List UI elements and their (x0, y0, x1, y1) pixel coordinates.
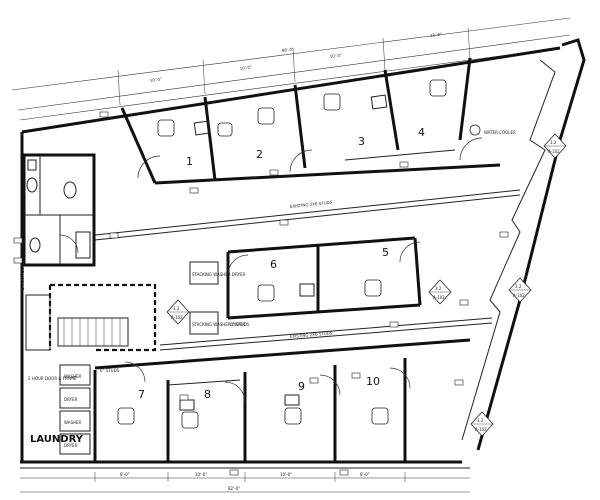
room-number-5: 5 (382, 246, 389, 259)
section-sheet-3: A-102 (475, 427, 487, 432)
reference-tags (13, 111, 509, 476)
furniture (117, 79, 481, 429)
water-cooler-label: WATER COOLER (484, 130, 516, 135)
studs-note-4: 6" STUDS (100, 368, 120, 373)
fire-door-label: 2 HOUR DOOR & FRAME (20, 241, 25, 290)
section-sheet-5: A-102 (171, 315, 183, 320)
dryer-label-2: DRYER (64, 443, 78, 448)
section-id-5: 3.2 (173, 306, 180, 311)
section-sheet-1: A-102 (548, 149, 560, 154)
door-swings (59, 137, 483, 403)
stacking-label-2: STACKING WASHER DRYER (192, 322, 245, 327)
section-sheet-2: A-102 (513, 293, 525, 298)
room-number-2: 2 (256, 148, 263, 161)
stair-core (25, 261, 219, 352)
room-number-7: 7 (138, 388, 145, 401)
studs-note-1: EXISTING 2X6 STUDS (290, 200, 333, 209)
room-number-8: 8 (204, 388, 211, 401)
section-id-1: 3.2 (550, 140, 557, 145)
section-id-2: 3.2 (515, 284, 522, 289)
section-marker: 3.2 A-102 (543, 133, 567, 159)
studs-note-3: 6" STUDS (230, 322, 250, 327)
room-number-9: 9 (298, 380, 305, 393)
section-marker: 3.2 A-102 (508, 277, 532, 303)
interior-walls (22, 57, 521, 462)
washer-label-2: WASHER (64, 420, 82, 425)
laundry-label: LAUNDRY (30, 434, 84, 445)
dim-top-right: 12'-6" (429, 31, 442, 38)
room-number-3: 3 (358, 135, 365, 148)
room-number-4: 4 (418, 126, 425, 139)
room-number-1: 1 (186, 155, 193, 168)
dim-bottom-total: 82'-0" (228, 486, 240, 491)
dim-bottom-seg-4: 8'-0" (360, 472, 370, 477)
stacking-label-1: STACKING WASHER DRYER (192, 272, 245, 277)
studs-note-2: EXISTING 2X6 STUDS (290, 330, 333, 339)
section-sheet-4: A-102 (433, 295, 445, 300)
exterior-walls (20, 38, 586, 469)
section-marker: 3.2 A-102 (166, 299, 190, 325)
dim-bottom-seg-2: 10'-0" (195, 472, 207, 477)
dryer-label-1: DRYER (64, 397, 78, 402)
dim-bottom-seg-3: 10'-0" (280, 472, 292, 477)
bottom-dimension-lines (20, 472, 470, 493)
washer-label-1: WASHER (64, 374, 82, 379)
dim-seg-3: 10'-0" (329, 52, 342, 59)
section-marker: 3.2 A-102 (428, 279, 452, 305)
dim-bottom-seg-1: 8'-0" (120, 472, 130, 477)
fire-door-label-2: 2 HOUR DOOR & FRAME (28, 376, 77, 381)
top-dimension-lines (11, 17, 571, 121)
room-number-6: 6 (270, 258, 277, 271)
room-number-10: 10 (366, 375, 380, 388)
section-id-4: 3.2 (435, 286, 442, 291)
room-labels: 1 2 3 4 5 6 7 8 9 10 (138, 126, 425, 401)
restroom-fixtures (26, 159, 91, 259)
dim-seg-2: 10'-0" (239, 64, 252, 71)
dim-seg-1: 10'-0" (149, 76, 162, 83)
laundry-appliances (59, 364, 91, 455)
dim-overall-top: 88'-0" (281, 46, 294, 53)
section-id-3: 3.2 (477, 418, 484, 423)
section-marker: 3.2 A-102 (470, 411, 494, 437)
